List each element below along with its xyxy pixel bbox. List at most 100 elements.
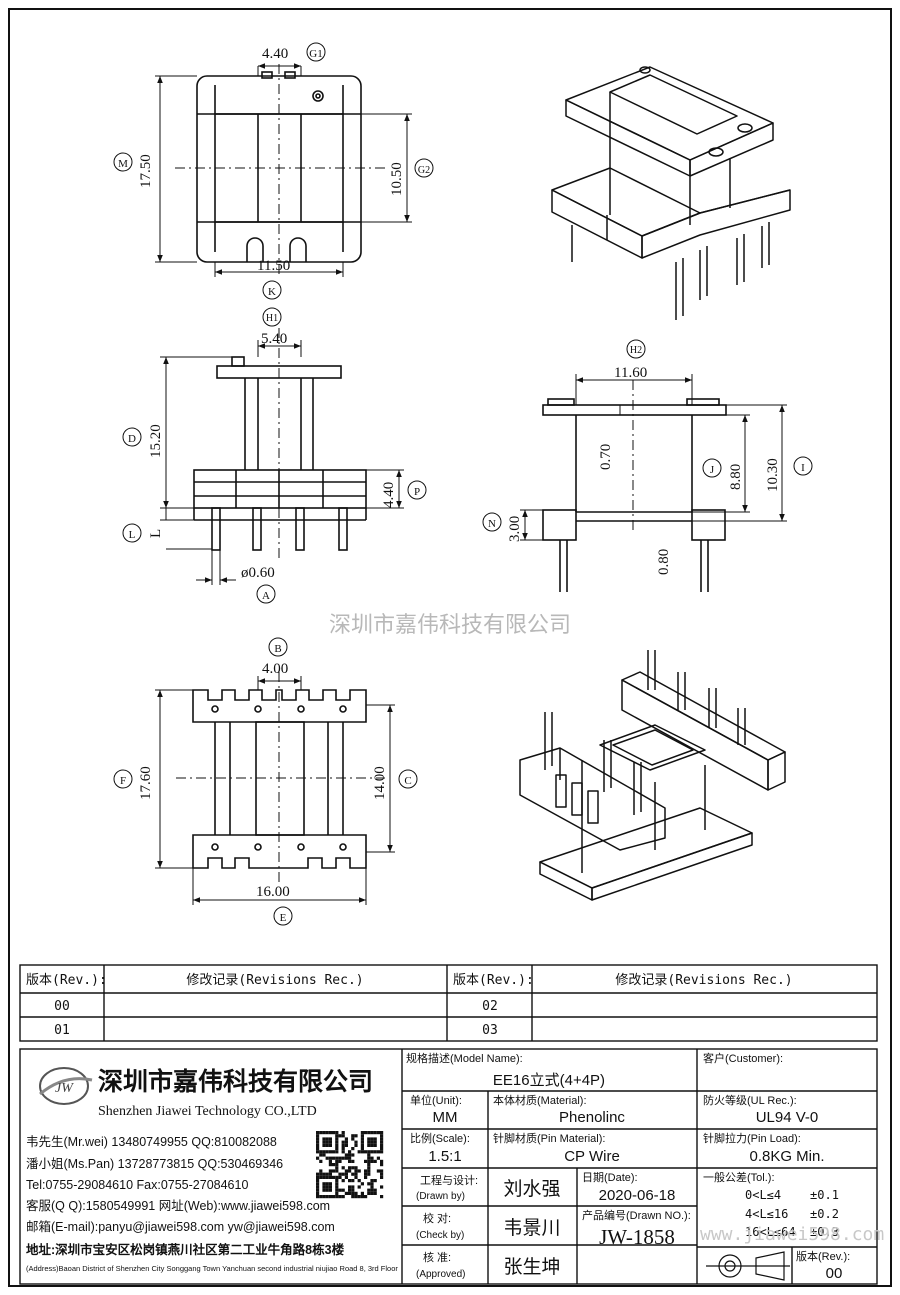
- qr-module: [354, 1140, 358, 1144]
- side-view: [193, 328, 367, 560]
- svg-text:5.40: 5.40: [261, 331, 287, 347]
- svg-text:防火等级(UL Rec.):: 防火等级(UL Rec.):: [703, 1093, 797, 1107]
- qr-module: [360, 1143, 364, 1147]
- qr-module: [335, 1143, 339, 1147]
- qr-module: [367, 1150, 371, 1154]
- qr-module: [335, 1185, 339, 1189]
- svg-text:深圳市嘉伟科技有限公司: 深圳市嘉伟科技有限公司: [98, 1067, 373, 1096]
- svg-text:03: 03: [482, 1023, 498, 1038]
- svg-text:H1: H1: [266, 313, 278, 324]
- svg-text:CP Wire: CP Wire: [564, 1148, 620, 1165]
- top-view-labels: 4.40 G1 17.50 M 10.50 G2 11.50 K: [113, 42, 434, 300]
- svg-text:01: 01: [54, 1023, 70, 1038]
- qr-module: [354, 1143, 358, 1147]
- qr-module: [348, 1179, 352, 1183]
- svg-text:UL94 V-0: UL94 V-0: [756, 1109, 819, 1126]
- qr-module: [351, 1153, 355, 1157]
- svg-text:客户(Customer):: 客户(Customer):: [703, 1051, 783, 1065]
- svg-text:1.5:1: 1.5:1: [428, 1148, 461, 1165]
- qr-module: [322, 1175, 326, 1179]
- qr-module: [370, 1156, 374, 1160]
- qr-module: [335, 1147, 339, 1151]
- qr-module: [316, 1137, 320, 1141]
- svg-text:规格描述(Model Name):: 规格描述(Model Name):: [406, 1051, 523, 1065]
- svg-text:02: 02: [482, 999, 498, 1014]
- qr-module: [325, 1143, 329, 1147]
- svg-text:16<L≤64 ±0.3: 16<L≤64 ±0.3: [745, 1225, 839, 1239]
- qr-module: [357, 1150, 361, 1154]
- svg-text:2020-06-18: 2020-06-18: [599, 1187, 676, 1204]
- qr-module: [338, 1195, 342, 1199]
- qr-module: [319, 1175, 323, 1179]
- qr-module: [367, 1163, 371, 1167]
- qr-module: [335, 1195, 339, 1199]
- qr-module: [335, 1175, 339, 1179]
- svg-text:版本(Rev.):: 版本(Rev.):: [26, 973, 107, 988]
- qr-module: [351, 1195, 355, 1199]
- svg-text:工程与设计:: 工程与设计:: [420, 1174, 478, 1187]
- svg-text:Tel:0755-29084610 Fax:0755: Tel:0755-29084610 Fax:0755-27084610: [26, 1178, 248, 1192]
- qr-module: [335, 1159, 339, 1163]
- qr-module: [348, 1159, 352, 1163]
- qr-module: [341, 1172, 345, 1176]
- qr-module: [351, 1134, 355, 1138]
- qr-module: [360, 1195, 364, 1199]
- qr-module: [370, 1191, 374, 1195]
- qr-module: [367, 1156, 371, 1160]
- qr-module: [348, 1156, 352, 1160]
- qr-module: [319, 1150, 323, 1154]
- qr-module: [354, 1172, 358, 1176]
- svg-text:0.8KG Min.: 0.8KG Min.: [749, 1148, 824, 1165]
- qr-module: [338, 1188, 342, 1192]
- svg-text:针脚拉力(Pin Load):: 针脚拉力(Pin Load):: [703, 1131, 801, 1145]
- qr-module: [328, 1182, 332, 1186]
- qr-module: [316, 1179, 320, 1183]
- qr-module: [335, 1182, 339, 1186]
- qr-module: [316, 1156, 320, 1160]
- qr-module: [325, 1150, 329, 1154]
- svg-text:(Approved): (Approved): [416, 1269, 465, 1280]
- qr-module: [341, 1166, 345, 1170]
- qr-module: [380, 1163, 384, 1167]
- qr-module: [335, 1140, 339, 1144]
- revision-table: [19, 964, 878, 1042]
- svg-text:10.30: 10.30: [765, 458, 781, 492]
- svg-text:潘小姐(Ms.Pan) 13728773815 QQ:530: 潘小姐(Ms.Pan) 13728773815 QQ:530469346: [26, 1157, 283, 1171]
- svg-text:单位(Unit):: 单位(Unit):: [410, 1093, 462, 1107]
- qr-module: [328, 1137, 332, 1141]
- qr-module: [370, 1182, 374, 1186]
- qr-module: [328, 1188, 332, 1192]
- qr-module: [380, 1143, 384, 1147]
- svg-text:刘水强: 刘水强: [503, 1178, 560, 1200]
- qr-module: [322, 1150, 326, 1154]
- qr-module: [322, 1153, 326, 1157]
- svg-text:17.60: 17.60: [138, 766, 154, 800]
- svg-text:版本(Rev.):: 版本(Rev.):: [796, 1249, 850, 1263]
- svg-text:L: L: [148, 529, 164, 538]
- svg-text:修改记录(Revisions Rec.): 修改记录(Revisions Rec.): [615, 973, 792, 988]
- svg-text:日期(Date):: 日期(Date):: [582, 1171, 638, 1184]
- svg-text:核 准:: 核 准:: [423, 1250, 451, 1264]
- svg-text:0.70: 0.70: [598, 444, 614, 470]
- svg-text:M: M: [118, 158, 128, 170]
- qr-module: [316, 1172, 320, 1176]
- qr-module: [360, 1182, 364, 1186]
- bottom-view-labels: B 4.00 17.60 F 14.00 C 16.00 E: [113, 637, 418, 926]
- qr-module: [322, 1137, 326, 1141]
- svg-text:针脚材质(Pin Material):: 针脚材质(Pin Material):: [493, 1131, 605, 1145]
- qr-module: [322, 1188, 326, 1192]
- svg-text:L: L: [129, 529, 136, 541]
- qr-module: [380, 1147, 384, 1151]
- qr-module: [348, 1166, 352, 1170]
- qr-module: [344, 1143, 348, 1147]
- qr-module: [344, 1137, 348, 1141]
- qr-module: [348, 1185, 352, 1189]
- svg-text:(Check by): (Check by): [416, 1230, 464, 1241]
- qr-module: [380, 1175, 384, 1179]
- qr-module: [367, 1172, 371, 1176]
- qr-module: [357, 1179, 361, 1183]
- qr-module: [376, 1156, 380, 1160]
- front-view: [542, 380, 727, 592]
- qr-module: [367, 1143, 371, 1147]
